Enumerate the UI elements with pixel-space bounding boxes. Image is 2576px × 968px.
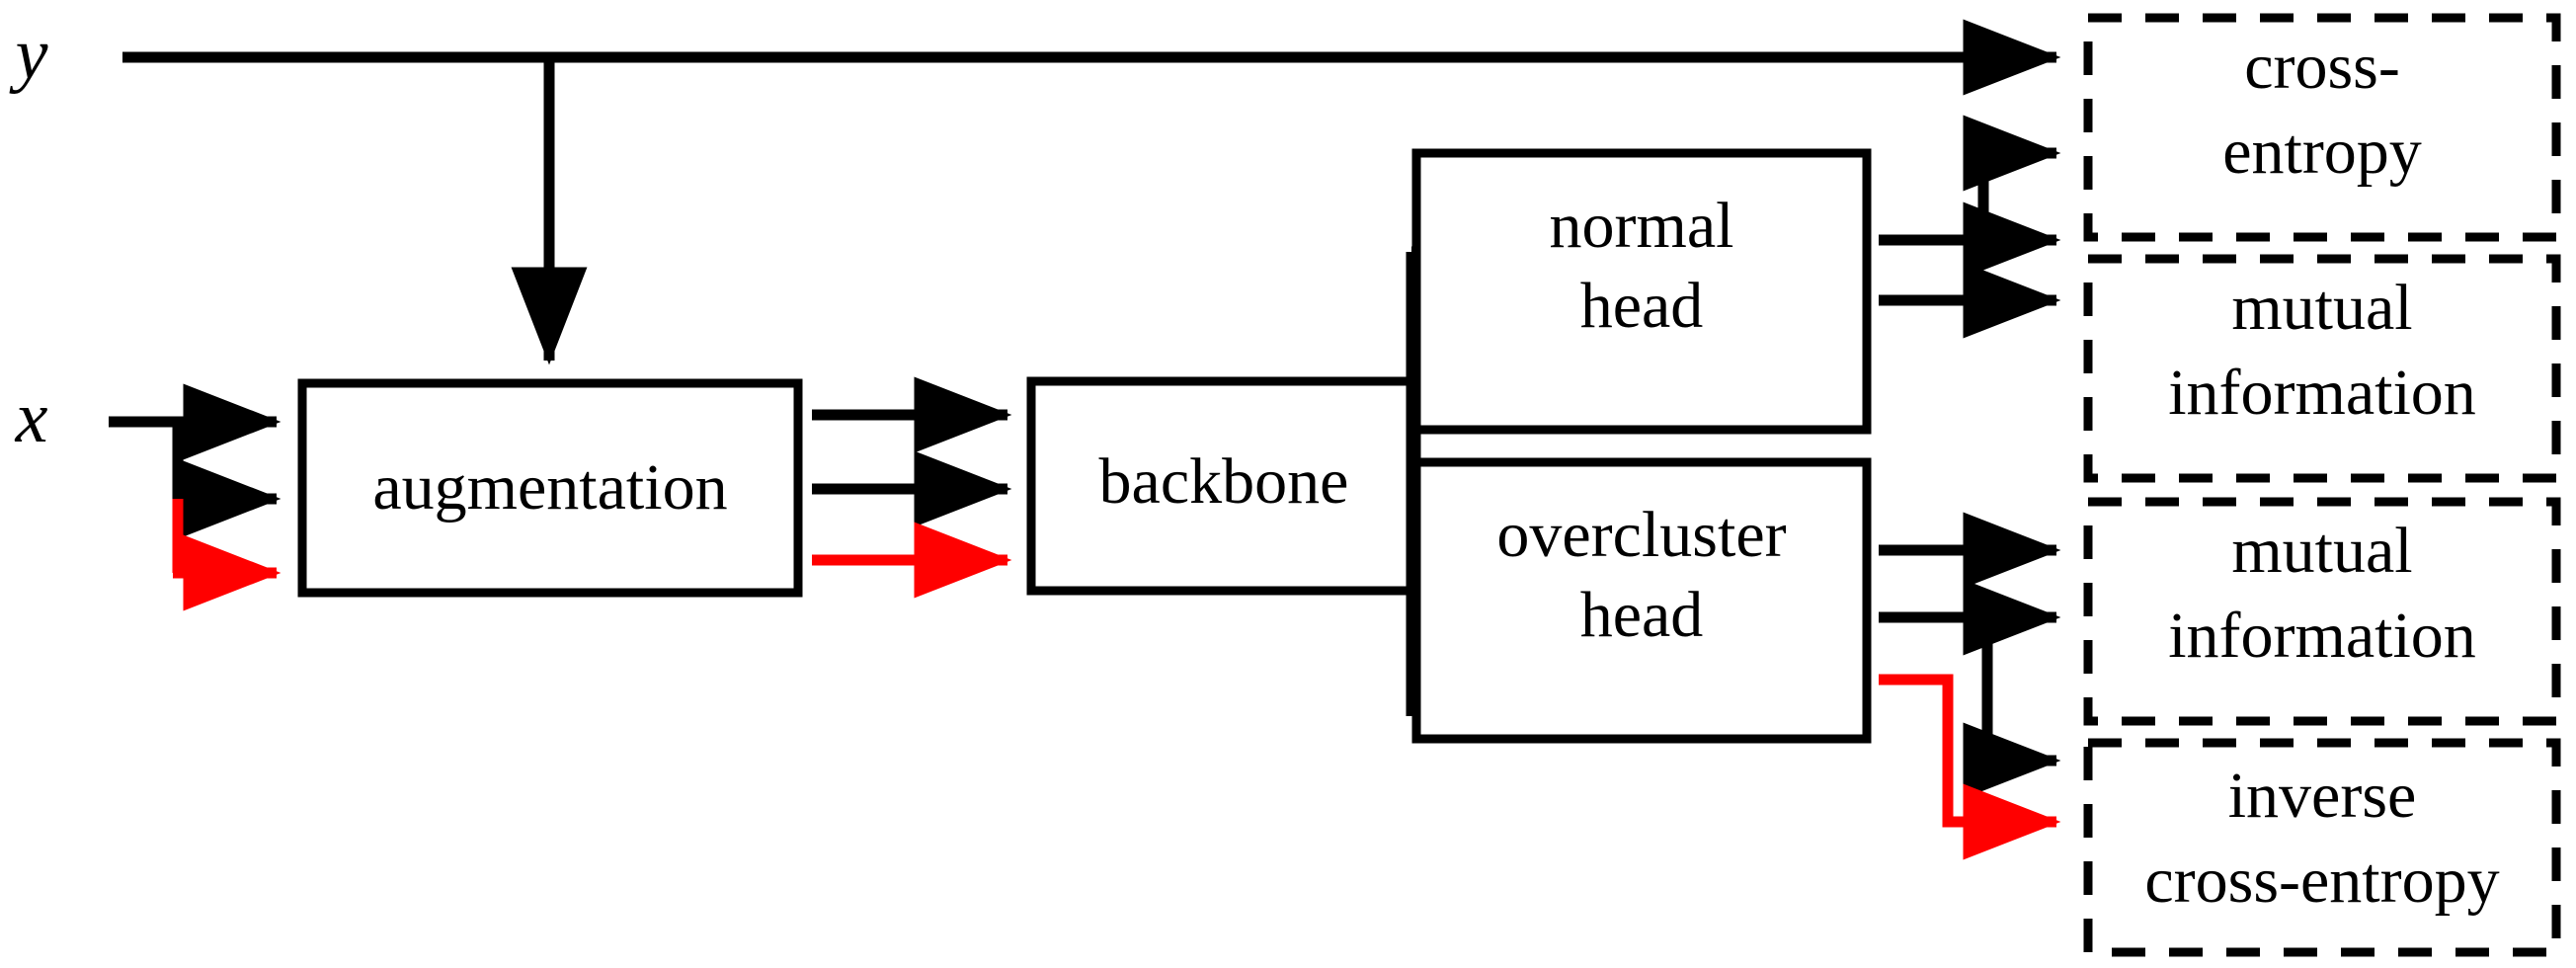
block-normal-head-label-line2: head [1580, 270, 1704, 342]
input-label-y: y [9, 14, 48, 95]
block-augmentation[interactable] [297, 378, 803, 598]
loss-inverse-cross-entropy-label-line2: cross-entropy [2144, 845, 2499, 917]
loss-mutual-information-normal-label-line2: information [2168, 357, 2476, 429]
loss-inverse-cross-entropy[interactable] [2083, 738, 2561, 957]
block-backbone[interactable] [1026, 376, 1421, 596]
block-overcluster-head-label-line1: overcluster [1496, 499, 1786, 571]
block-normal-head-label-line1: normal [1550, 190, 1734, 262]
edge-overcluster-head-to-inverse-cross-entropy-red [1879, 674, 2061, 860]
loss-mutual-information-overcluster-label-line2: information [2168, 600, 2476, 672]
block-normal-head[interactable] [1411, 148, 1872, 435]
block-overcluster-head[interactable] [1411, 457, 1872, 744]
edge-overcluster-head-to-inverse-cross-entropy-black [1963, 617, 2061, 799]
block-backbone-label: backbone [1099, 445, 1349, 518]
loss-mutual-information-overcluster-label-line1: mutual [2231, 515, 2412, 587]
loss-mutual-information-overcluster[interactable] [2083, 497, 2561, 726]
loss-inverse-cross-entropy-label-line1: inverse [2228, 760, 2417, 832]
loss-cross-entropy-label-line1: cross- [2244, 31, 2400, 103]
loss-cross-entropy-label-line2: entropy [2222, 116, 2422, 188]
loss-cross-entropy[interactable] [2083, 13, 2561, 242]
edge-normal-head-to-cross-entropy [1879, 115, 2061, 246]
input-label-x: x [15, 377, 48, 458]
block-overcluster-head-label-line2: head [1580, 579, 1704, 651]
loss-mutual-information-normal-label-line1: mutual [2231, 272, 2412, 344]
loss-mutual-information-normal[interactable] [2083, 254, 2561, 483]
block-augmentation-label: augmentation [372, 451, 727, 524]
